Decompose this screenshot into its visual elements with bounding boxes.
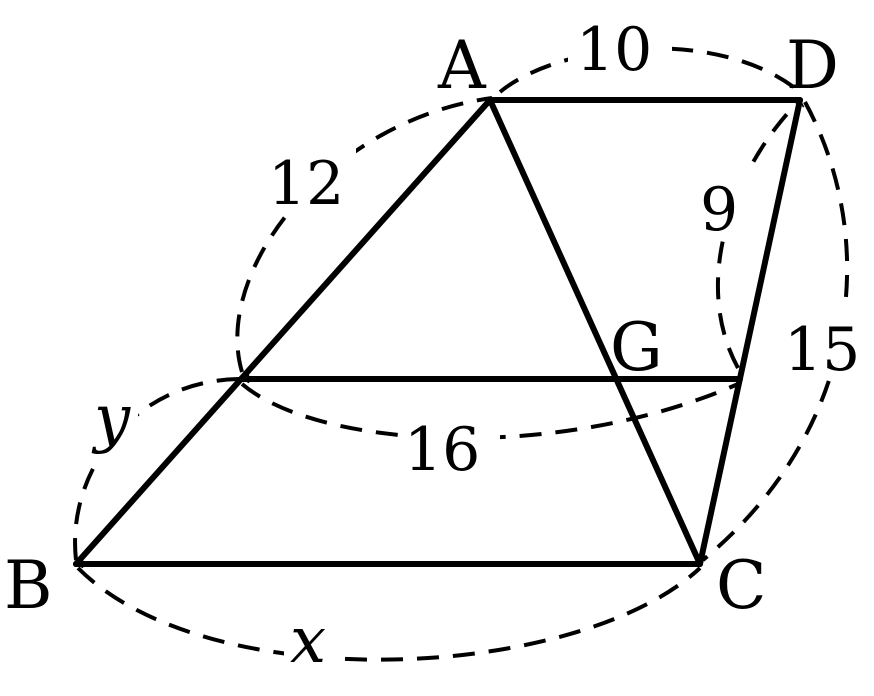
measure-dg-part: 9 — [700, 175, 738, 245]
label-bg-y — [88, 390, 138, 460]
point-label-d: D — [786, 27, 839, 104]
segment-ac — [487, 97, 703, 567]
measure-eg: 16 — [404, 415, 480, 485]
measure-ab-part: 12 — [268, 149, 344, 219]
segment-ab — [73, 97, 493, 567]
segment-dc — [697, 97, 803, 567]
point-label-c: C — [716, 547, 767, 624]
point-label-g: G — [610, 309, 663, 386]
label-bg-16 — [400, 408, 500, 480]
arc-bc — [76, 566, 702, 662]
measure-dc: 15 — [784, 315, 860, 385]
label-bg-x — [284, 610, 340, 672]
label-bg-ad — [568, 12, 672, 82]
label-bg-15 — [780, 306, 872, 380]
point-label-b: B — [4, 547, 53, 624]
label-bg-9 — [696, 172, 750, 240]
measure-bc: x — [290, 604, 326, 678]
label-bg-12 — [262, 142, 356, 214]
measure-be: y — [91, 382, 131, 456]
measure-ad: 10 — [576, 15, 652, 85]
arc-be — [73, 377, 241, 561]
point-label-a: A — [437, 27, 487, 104]
